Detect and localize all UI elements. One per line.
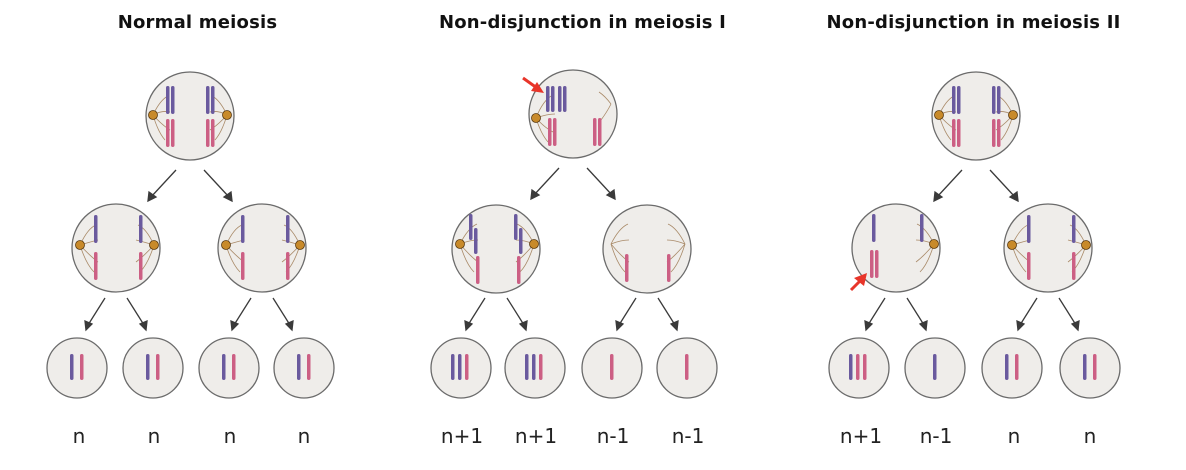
arrows-meiosis-1 [530, 167, 616, 201]
ploidy-label: n-1 [919, 424, 953, 448]
panel-normal-meiosis: Normal meiosis [0, 0, 395, 470]
ploidy-label: n [1007, 424, 1021, 448]
arrows-meiosis-1 [147, 169, 233, 203]
ploidy-label: n+1 [514, 424, 558, 448]
gamete-cell [273, 337, 335, 399]
ploidy-label: n+1 [839, 424, 883, 448]
arrows-meiosis-1 [933, 169, 1019, 203]
gamete-cell [122, 337, 184, 399]
gamete-cell [46, 337, 108, 399]
parent-cell [522, 69, 618, 159]
nondisjunction-2-diagram [828, 71, 1121, 399]
chromosome-pair-pink [166, 119, 215, 147]
arrows-meiosis-2 [864, 297, 1080, 332]
panel-nondisjunction-meiosis-1: Non-disjunction in meiosis I [385, 0, 780, 470]
ploidy-label: n [1083, 424, 1097, 448]
nondisjunction-arrow [522, 76, 544, 93]
gamete-cell [828, 337, 890, 399]
gamete-cell [904, 337, 966, 399]
nondisjunction-arrow [849, 273, 867, 292]
ploidy-label: n [72, 424, 86, 448]
daughter-cell-left [451, 204, 541, 294]
parent-cell [145, 71, 235, 161]
daughter-cell-right [217, 203, 307, 293]
panel-title: Normal meiosis [117, 12, 278, 33]
arrows-meiosis-2 [84, 297, 294, 332]
normal-meiosis-diagram [46, 71, 335, 399]
panel-title: Non-disjunction in meiosis II [826, 12, 1121, 33]
daughter-cell-right [602, 204, 692, 294]
gamete-cell [504, 337, 566, 399]
chromosome-pair-blue [546, 86, 567, 112]
panel-nondisjunction-meiosis-2: Non-disjunction in meiosis II [776, 0, 1171, 470]
daughter-cell-left [849, 203, 941, 293]
gamete-cell [981, 337, 1043, 399]
ploidy-label: n [297, 424, 311, 448]
chromosome-pair-blue [166, 86, 215, 114]
ploidy-label: n+1 [440, 424, 484, 448]
gamete-cell [430, 337, 492, 399]
ploidy-label: n-1 [596, 424, 630, 448]
ploidy-label: n [147, 424, 161, 448]
gamete-cell [581, 337, 643, 399]
gamete-cell [656, 337, 718, 399]
gamete-cell [198, 337, 260, 399]
ploidy-label: n [223, 424, 237, 448]
ploidy-label: n-1 [671, 424, 705, 448]
arrows-meiosis-2 [464, 297, 679, 332]
chromosome-pink [548, 118, 602, 146]
nondisjunction-1-diagram [430, 69, 718, 399]
panel-title: Non-disjunction in meiosis I [438, 12, 727, 33]
parent-cell [931, 71, 1021, 161]
gamete-cell [1059, 337, 1121, 399]
daughter-cell-right [1003, 203, 1093, 293]
daughter-cell-left [71, 203, 161, 293]
